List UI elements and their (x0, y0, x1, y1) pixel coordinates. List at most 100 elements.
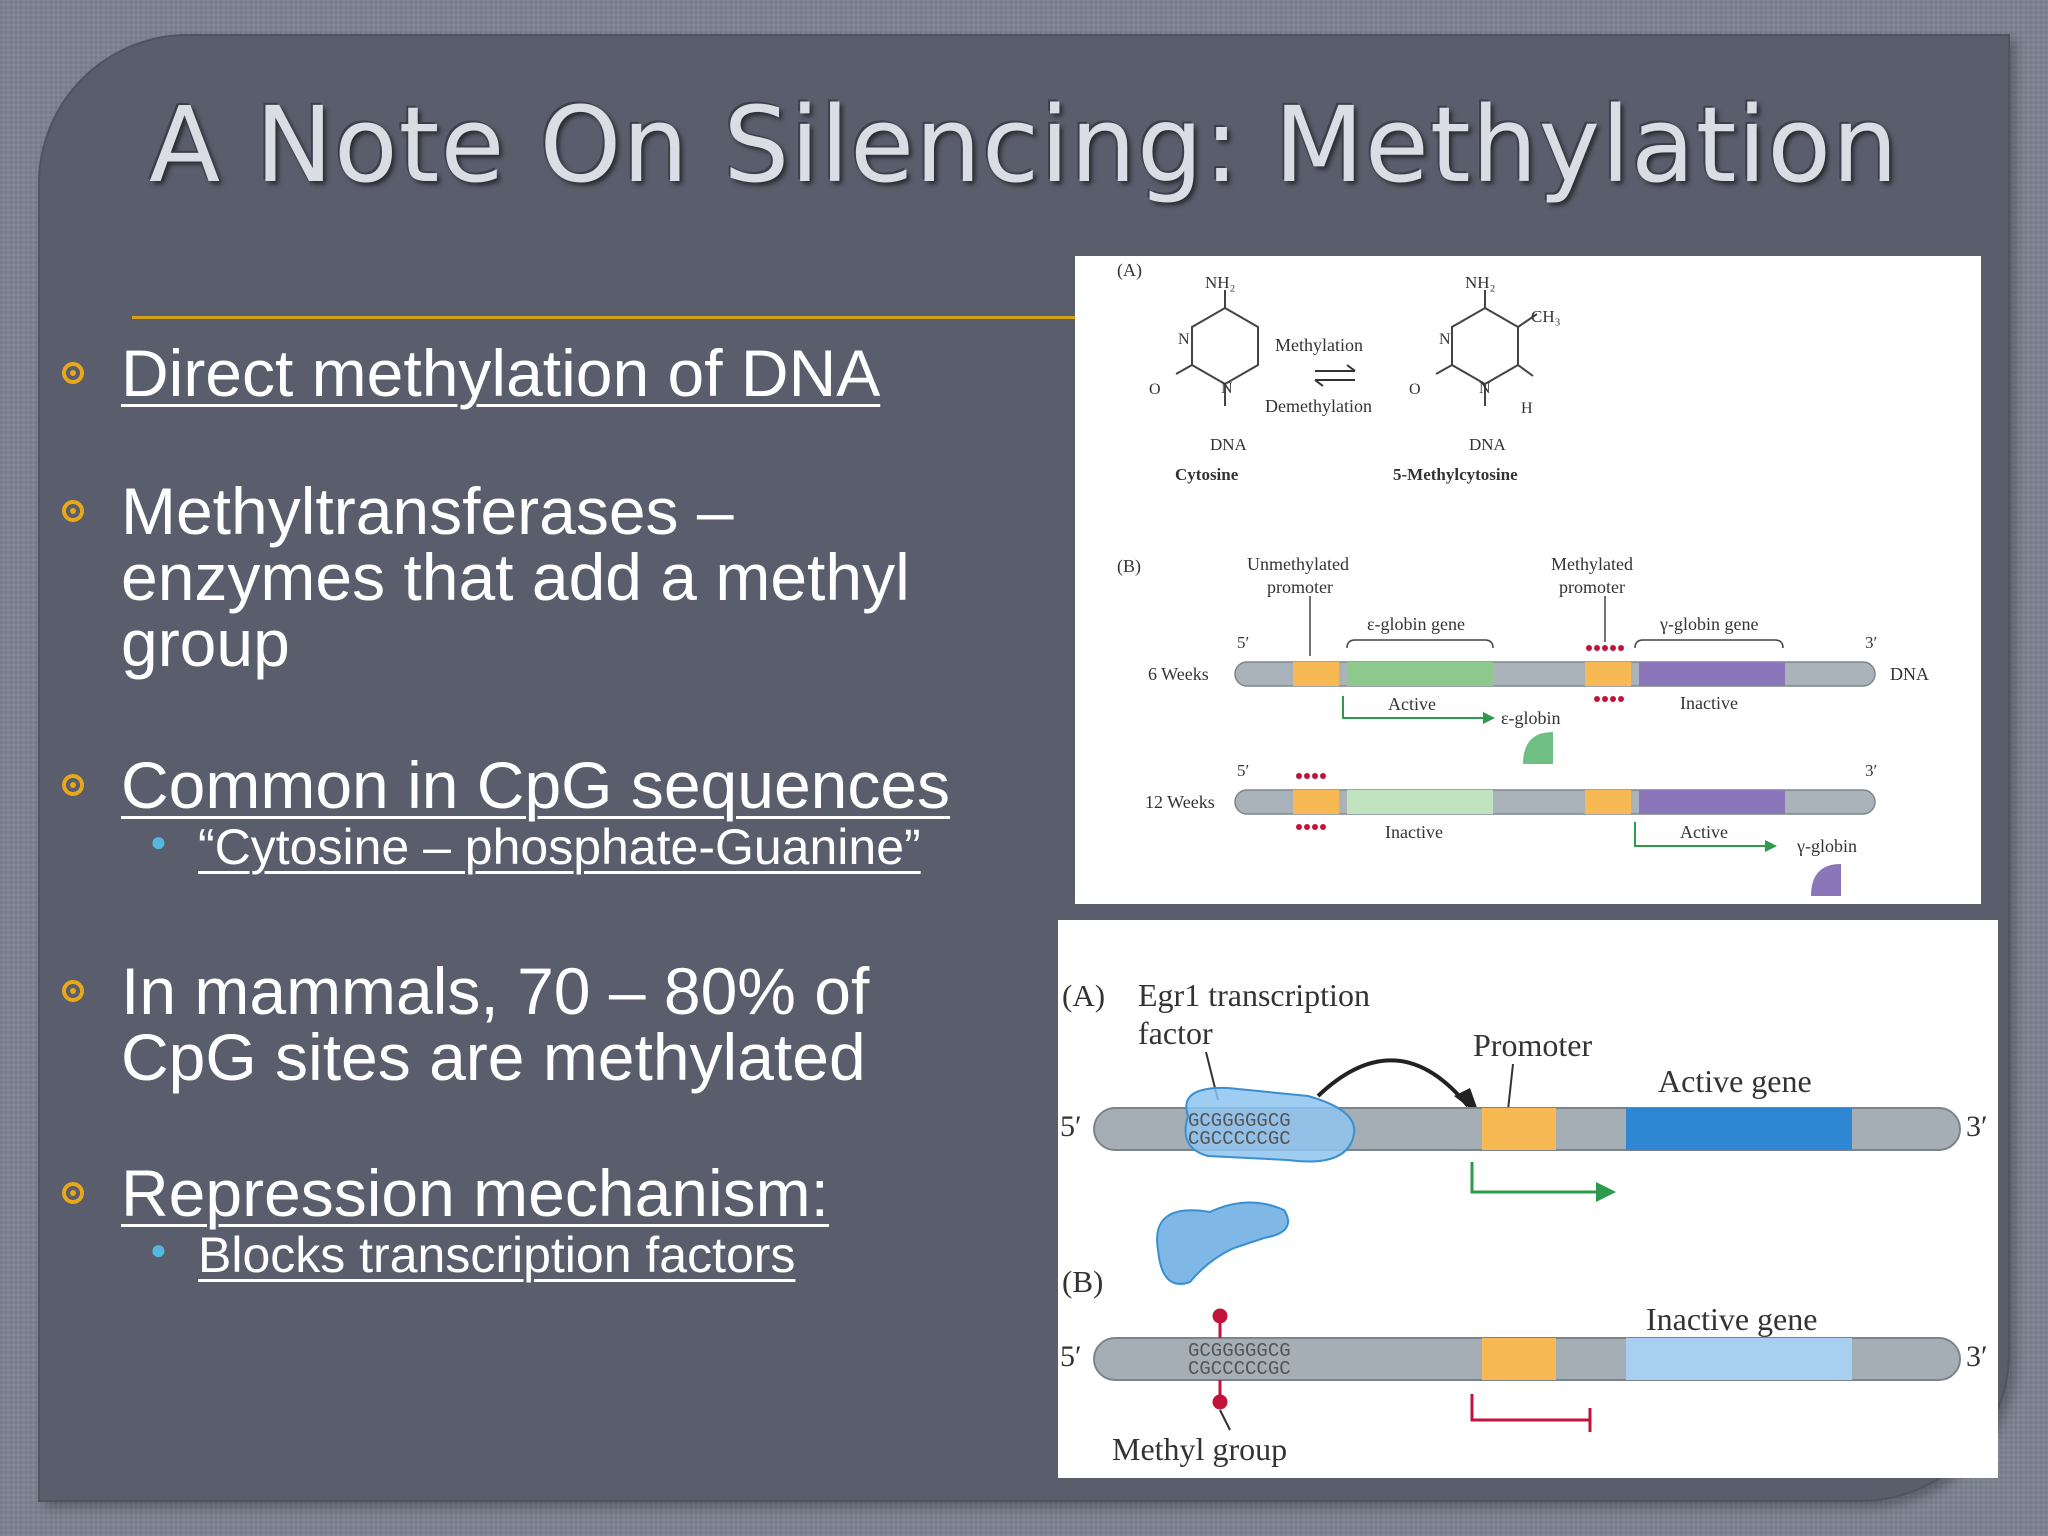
sub-bullet-marker-icon: ● (150, 826, 167, 857)
bullet-text: Direct methylation of DNA (121, 336, 881, 410)
five-prime-label: 5′ (1060, 1110, 1082, 1143)
o-label: O (1149, 381, 1161, 398)
egr1-label: factor (1138, 1015, 1213, 1051)
n1-label: N (1221, 380, 1233, 397)
promoter-pointer (1507, 1063, 1514, 1111)
gamma-globin-gene (1639, 662, 1785, 686)
three-prime-label: 3′ (1865, 761, 1877, 780)
methyl-groups-icon (1296, 773, 1326, 830)
binding-arrow-icon (1316, 1058, 1470, 1108)
promoter-region (1293, 662, 1339, 686)
methylated-promoter-region (1585, 662, 1631, 686)
bullet-marker-icon (62, 362, 84, 384)
promoter-region (1482, 1338, 1556, 1380)
gamma-globin-label: γ-globin (1796, 836, 1857, 856)
epsilon-globin-gene (1347, 790, 1493, 814)
equilibrium-arrows-icon (1314, 364, 1356, 387)
bullet-marker-icon (62, 500, 84, 522)
inactive-gene-region (1626, 1338, 1852, 1380)
bullet-marker-icon (62, 1182, 84, 1204)
panel-b-label: (B) (1117, 556, 1141, 577)
h-label: H (1521, 400, 1533, 417)
slide-title: A Note On Silencing: Methylation (149, 84, 1899, 206)
sub-bullet-text: “Cytosine – phosphate-Guanine” (198, 819, 921, 875)
ch3-label: CH₃ (1531, 307, 1561, 326)
three-prime-label: 3′ (1865, 633, 1877, 652)
dna-label: DNA (1210, 435, 1248, 454)
methylation-label: Methylation (1275, 335, 1363, 355)
dna-label: DNA (1469, 435, 1507, 454)
methylated-promoter-label: Methylated (1551, 554, 1633, 574)
methyl-groups-icon (1586, 645, 1624, 702)
methyl-group-label: Methyl group (1112, 1431, 1287, 1467)
cytosine-structure-icon (1175, 290, 1259, 406)
panel-a-label: (A) (1117, 260, 1142, 281)
methyl-pointer (1219, 1409, 1231, 1431)
methylcytosine-label: 5-Methylcytosine (1393, 465, 1518, 484)
dna-sequence-top: GCGGGGGCG (1188, 1340, 1291, 1362)
gamma-globin-gene (1639, 790, 1785, 814)
n3-label: N (1439, 331, 1451, 348)
active-transcription-arrow-icon (1470, 1162, 1598, 1194)
promoter-region (1585, 790, 1631, 814)
transcription-factor-blocking-figure: (A) Egr1 transcription factor Promoter A… (1058, 920, 1998, 1478)
inactive-gene-label: Inactive gene (1646, 1301, 1817, 1337)
methylated-promoter-label: promoter (1559, 577, 1625, 597)
o-label: O (1409, 381, 1421, 398)
methylcytosine-structure-icon (1435, 290, 1538, 406)
bullet-text: Common in CpG sequences (121, 748, 951, 822)
egr1-transcription-factor-icon (1184, 1086, 1356, 1163)
n1-label: N (1479, 380, 1491, 397)
methylated-promoter-region (1293, 790, 1339, 814)
five-prime-label: 5′ (1060, 1340, 1082, 1373)
promoter-region (1482, 1108, 1556, 1150)
bullet-text: In mammals, 70 – 80% of CpG sites are me… (121, 954, 870, 1094)
epsilon-bracket (1346, 639, 1494, 649)
cytosine-methylation-figure: (A) NH₂ N N O DNA Cytosine Methylation D… (1075, 256, 1981, 904)
cytosine-label: Cytosine (1175, 465, 1239, 484)
epsilon-globin-gene (1347, 662, 1493, 686)
bullet-text: Methyltransferases – enzymes that add a … (121, 474, 910, 680)
sub-bullet-marker-icon: ● (150, 1234, 167, 1265)
inactive-label: Inactive (1385, 822, 1443, 842)
gamma-bracket (1634, 639, 1784, 649)
epsilon-gene-label: ε-globin gene (1367, 614, 1465, 634)
dna-strand-label: DNA (1890, 664, 1929, 684)
dna-sequence-bottom: CGCCCCCGC (1188, 1128, 1291, 1150)
title-underline-rule (132, 316, 1077, 319)
five-prime-label: 5′ (1237, 761, 1249, 780)
panel-a-label: (A) (1062, 978, 1105, 1013)
inactive-label: Inactive (1680, 693, 1738, 713)
unmethylated-promoter-label: Unmethylated (1247, 554, 1349, 574)
bullet-marker-icon (62, 774, 84, 796)
active-label: Active (1680, 822, 1728, 842)
twelve-weeks-label: 12 Weeks (1145, 792, 1215, 812)
egr1-label: Egr1 transcription (1138, 977, 1370, 1013)
promoter-label: Promoter (1473, 1027, 1592, 1063)
six-weeks-label: 6 Weeks (1148, 664, 1209, 684)
panel-b-label: (B) (1062, 1264, 1103, 1299)
active-transcription-arrow-icon (1342, 696, 1483, 719)
active-gene-label: Active gene (1658, 1063, 1812, 1099)
active-label: Active (1388, 694, 1436, 714)
active-transcription-arrow-icon (1634, 822, 1765, 847)
dna-sequence-top: GCGGGGGCG (1188, 1110, 1291, 1132)
methyl-group-icon (1212, 1308, 1228, 1410)
active-gene-region (1626, 1108, 1852, 1150)
five-prime-label: 5′ (1237, 633, 1249, 652)
dna-sequence-bottom: CGCCCCCGC (1188, 1358, 1291, 1380)
sub-bullet-text: Blocks transcription factors (198, 1227, 796, 1283)
blocked-transcription-icon (1470, 1394, 1590, 1422)
gamma-globin-protein-icon (1811, 864, 1841, 896)
demethylation-label: Demethylation (1265, 396, 1372, 416)
unmethylated-promoter-label: promoter (1267, 577, 1333, 597)
nh2-label: NH₂ (1205, 273, 1235, 292)
blocked-transcription-factor-icon (1156, 1201, 1289, 1285)
bullet-text: Repression mechanism: (121, 1156, 829, 1230)
epsilon-globin-protein-icon (1523, 732, 1553, 764)
bullet-marker-icon (62, 980, 84, 1002)
epsilon-globin-label: ε-globin (1501, 708, 1561, 728)
gamma-gene-label: γ-globin gene (1659, 614, 1758, 634)
n3-label: N (1178, 331, 1190, 348)
three-prime-label: 3′ (1966, 1110, 1988, 1143)
